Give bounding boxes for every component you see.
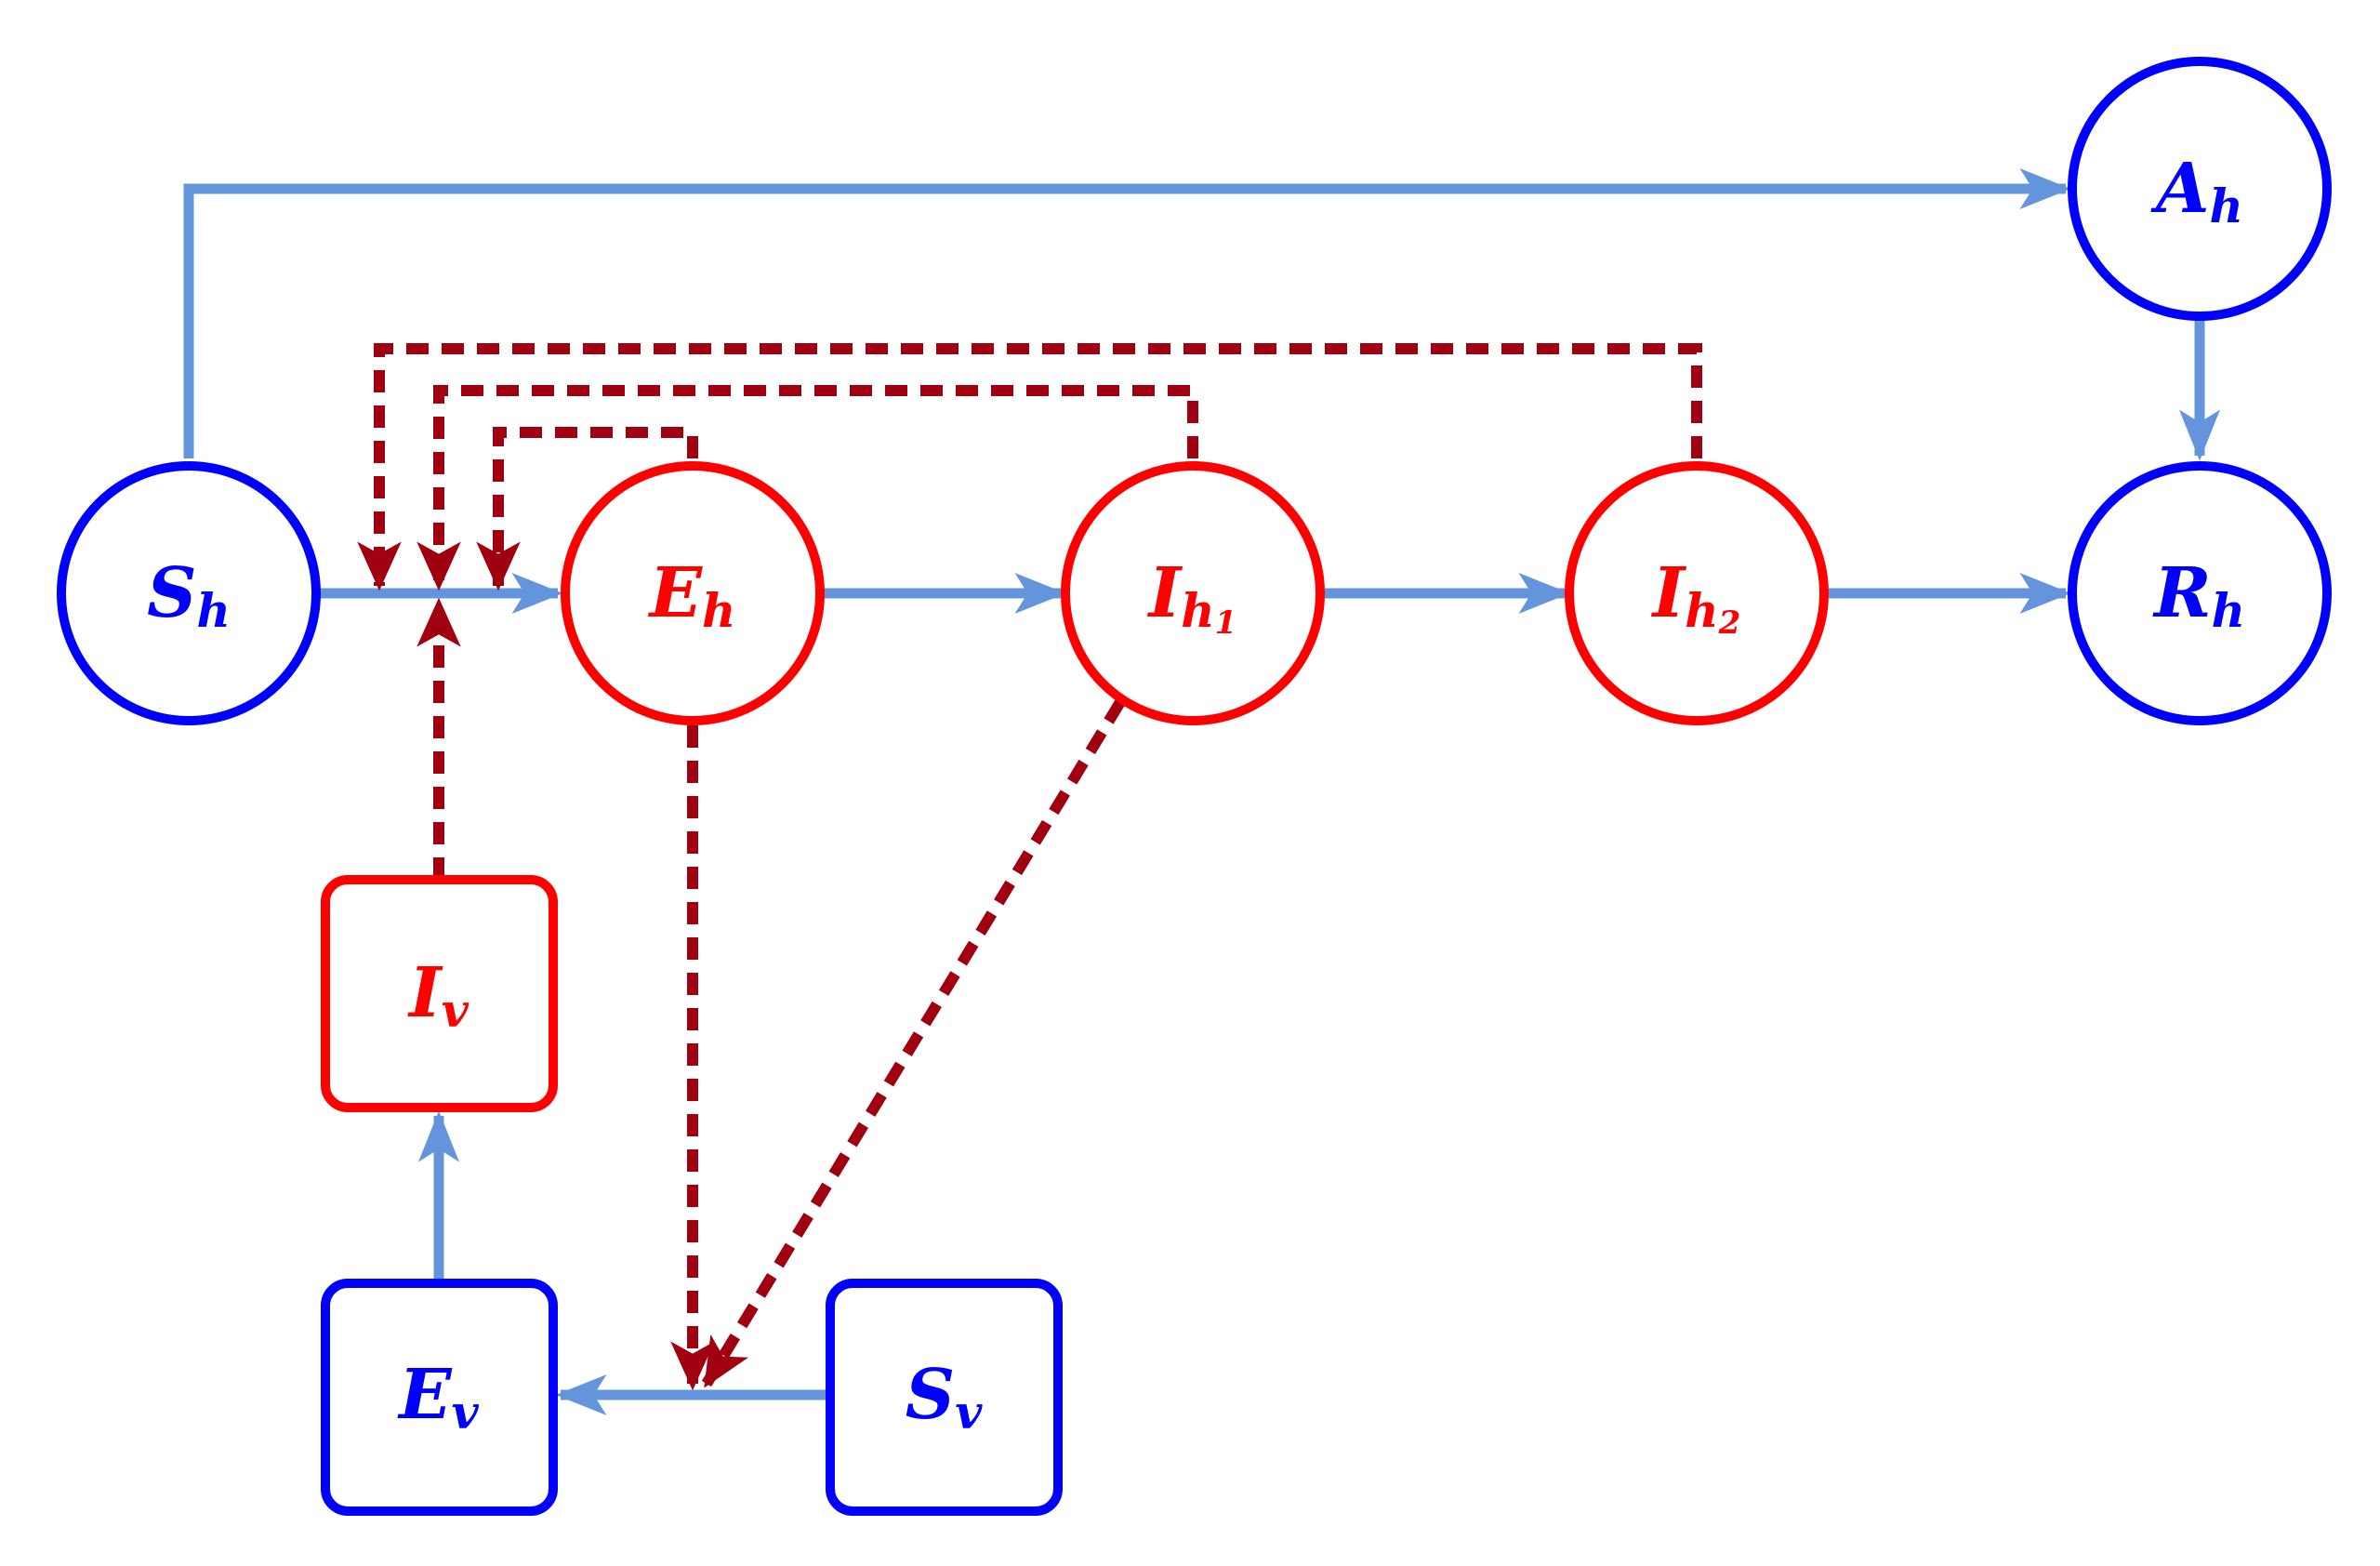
transition-arrows	[183, 168, 2220, 1415]
arrow-ih1-infects-sv	[701, 698, 1126, 1388]
node-ah: Ah	[2068, 57, 2332, 321]
node-ih2: Ih2	[1565, 461, 1829, 725]
node-ih1-label: Ih1	[1147, 553, 1237, 642]
node-ah-label: Ah	[2150, 149, 2243, 233]
node-sv: Sv	[826, 1279, 1063, 1516]
node-ev-label: Ev	[397, 1355, 479, 1440]
node-ih1: Ih1	[1061, 461, 1325, 725]
arrow-ih1-infects-sh	[416, 385, 1198, 591]
node-eh-label: Eh	[648, 553, 736, 638]
node-ev: Ev	[321, 1279, 558, 1516]
node-ih2-label: Ih2	[1651, 553, 1741, 642]
arrow-sh-to-ah	[183, 168, 2071, 458]
node-rh-label: Rh	[2152, 553, 2245, 638]
arrow-ih2-infects-sh	[357, 343, 1702, 591]
node-sh: Sh	[57, 461, 321, 725]
node-eh: Eh	[561, 461, 825, 725]
node-sh-label: Sh	[147, 553, 231, 638]
infection-arrows	[357, 343, 1702, 1391]
node-iv: Iv	[321, 875, 558, 1112]
node-sv-label: Sv	[906, 1355, 983, 1440]
arrow-eh-infects-sh	[476, 427, 698, 591]
node-iv-label: Iv	[407, 953, 469, 1038]
node-rh: Rh	[2068, 461, 2332, 725]
